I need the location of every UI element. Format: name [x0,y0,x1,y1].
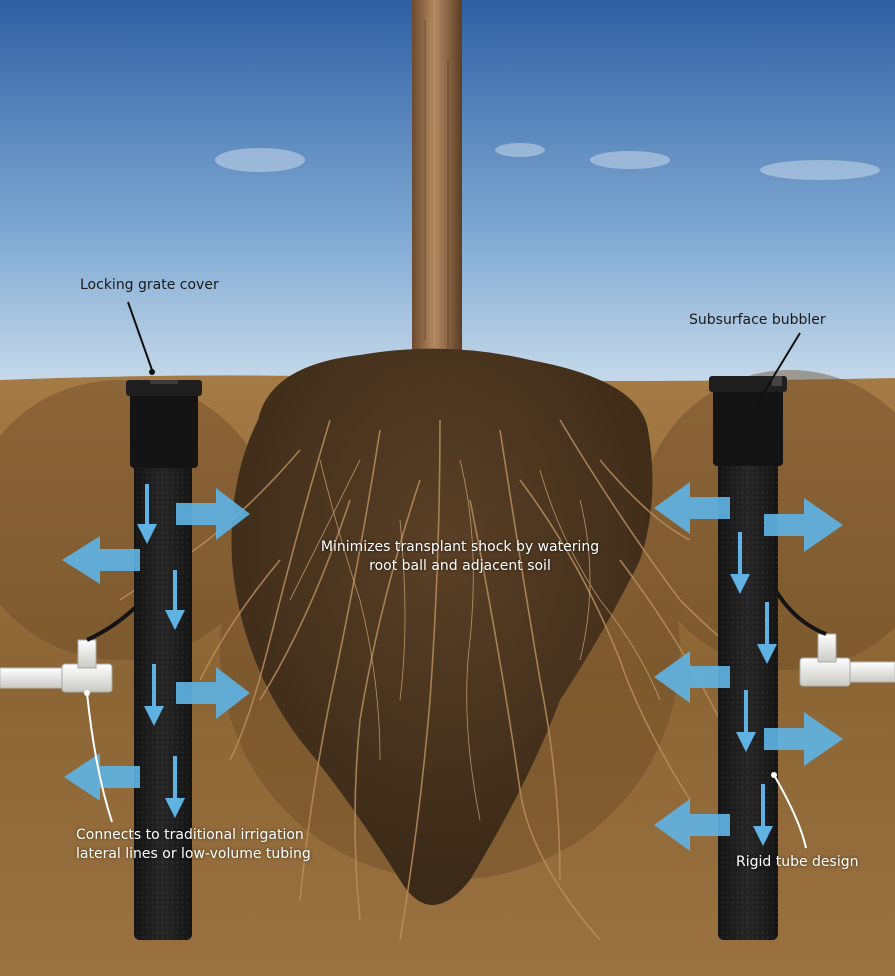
label-connects-irrigation: Connects to traditional irrigation later… [76,826,356,864]
label-locking-grate-cover: Locking grate cover [80,277,219,293]
tree-trunk-icon [412,0,462,360]
downward-flow-arrows [137,484,777,846]
label-transplant-shock-line1: Minimizes transplant shock by watering [320,539,600,555]
label-rigid-tube-design: Rigid tube design [736,854,859,870]
label-transplant-shock-line2: root ball and adjacent soil [369,558,551,574]
water-flow-arrow-icon [62,482,843,851]
label-subsurface-bubbler: Subsurface bubbler [689,312,826,328]
clouds [215,143,880,180]
leader-lines-white [86,692,807,849]
leader-lines [127,301,801,403]
root-ball-icon [119,348,761,941]
label-connects-line1: Connects to traditional irrigation [76,827,304,843]
label-connects-line2: lateral lines or low-volume tubing [76,846,311,862]
pipe-fitting-icon [0,459,176,693]
label-transplant-shock: Minimizes transplant shock by watering r… [300,538,620,576]
